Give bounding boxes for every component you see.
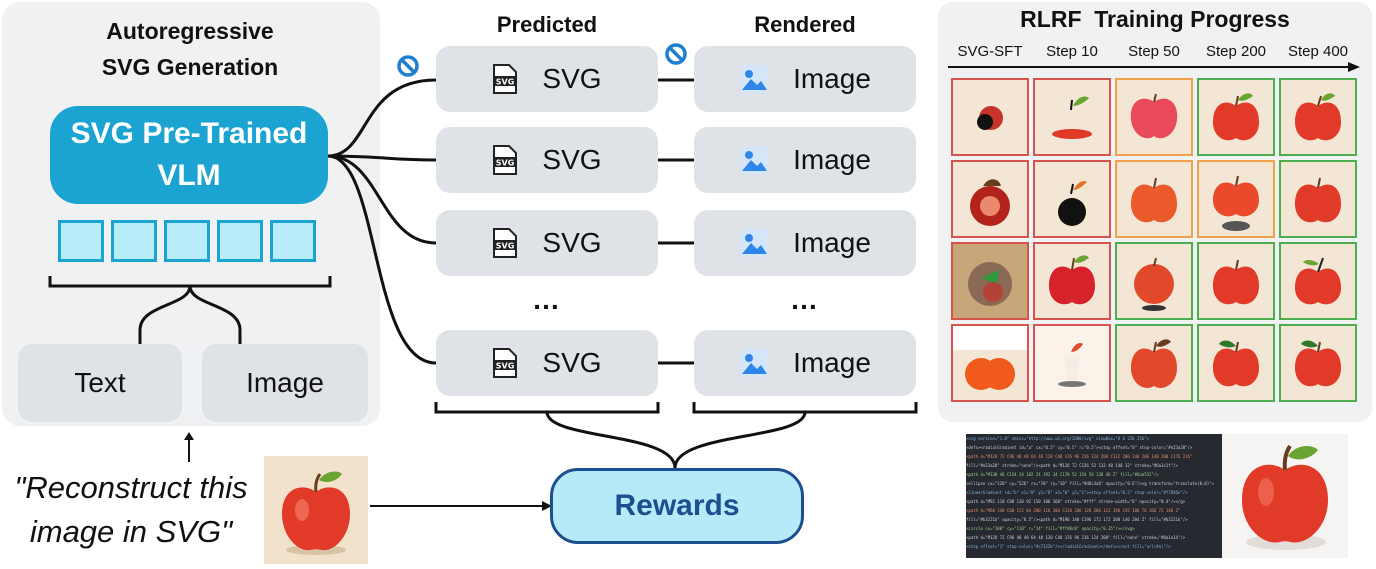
svg-label: SVG	[542, 63, 602, 94]
predicted-svg-item: SVG SVG	[436, 330, 658, 396]
predicted-svg-item: SVG SVG	[436, 46, 658, 112]
rendered-image-item: Image	[694, 46, 916, 112]
image-label: Image	[793, 63, 871, 94]
progress-cell	[1033, 242, 1111, 320]
step-label: Step 50	[1128, 43, 1180, 60]
image-label: Image	[793, 347, 871, 378]
progress-cell	[1197, 78, 1275, 156]
progress-cell	[1115, 78, 1193, 156]
image-input-box: Image	[202, 344, 368, 422]
token-block	[270, 220, 316, 262]
progress-cell	[1279, 242, 1357, 320]
vlm-label-line2: VLM	[157, 159, 221, 192]
token-block	[164, 220, 210, 262]
svg-file-icon: SVG	[493, 228, 518, 258]
left-panel-title-line1: Autoregressive	[106, 18, 274, 44]
progress-cell	[1197, 324, 1275, 402]
progress-cell	[951, 78, 1029, 156]
progress-cell	[1033, 324, 1111, 402]
progress-cell	[1033, 160, 1111, 238]
progress-cell	[1197, 242, 1275, 320]
rewards-box: Rewards	[550, 468, 804, 544]
input-brace	[48, 276, 332, 348]
step-label: Step 200	[1205, 43, 1267, 60]
progress-cell	[1279, 160, 1357, 238]
progress-cell	[1197, 160, 1275, 238]
token-block	[217, 220, 263, 262]
image-icon	[740, 146, 769, 174]
image-icon	[740, 65, 769, 93]
svg-text:SVG: SVG	[496, 362, 515, 371]
svg-text:SVG: SVG	[496, 159, 515, 168]
image-icon	[740, 349, 769, 377]
apple-icon	[1242, 444, 1328, 550]
no-sign-icon	[665, 43, 687, 65]
prompt-line2: image in SVG"	[29, 514, 233, 549]
svg-text:SVG: SVG	[496, 78, 515, 87]
step-label: Step 10	[1046, 43, 1098, 60]
progress-cell	[951, 242, 1029, 320]
prompt-to-rewards-arrow	[370, 501, 552, 511]
rendered-image-item: Image	[694, 210, 916, 276]
svg-label: SVG	[542, 347, 602, 378]
step-label: SVG-SFT	[957, 43, 1023, 60]
progress-cell	[1115, 242, 1193, 320]
progress-cell	[951, 160, 1029, 238]
progress-cell	[1279, 324, 1357, 402]
image-label: Image	[793, 227, 871, 258]
svg-label: SVG	[542, 227, 602, 258]
left-panel-title-line2: SVG Generation	[101, 54, 279, 80]
predicted-svg-item: SVG SVG	[436, 210, 658, 276]
progress-cell	[951, 324, 1029, 402]
apple-icon	[282, 471, 350, 555]
progress-cell	[1115, 160, 1193, 238]
progress-cell	[1033, 78, 1111, 156]
svg-file-icon: SVG	[493, 145, 518, 175]
token-block	[58, 220, 104, 262]
progress-cell	[1279, 78, 1357, 156]
prompt-line1: "Reconstruct this	[14, 470, 248, 505]
input-apple-image	[264, 456, 368, 564]
rendered-apple-image	[1222, 434, 1348, 558]
step-label: Step 400	[1287, 43, 1349, 60]
token-block	[111, 220, 157, 262]
svg-file-icon: SVG	[493, 64, 518, 94]
progress-cell	[1115, 324, 1193, 402]
predicted-svg-item: SVG SVG	[436, 127, 658, 193]
prompt-quote: "Reconstruct this image in SVG"	[0, 466, 262, 554]
vlm-label-line1: SVG Pre-Trained	[70, 117, 308, 150]
svg-file-icon: SVG	[493, 348, 518, 378]
rendered-image-item: Image	[694, 127, 916, 193]
image-icon	[740, 229, 769, 257]
svg-text:SVG: SVG	[496, 242, 515, 251]
predicted-column-title: Predicted	[496, 12, 598, 37]
training-progress-title: RLRF Training Progress	[1020, 6, 1290, 32]
text-input-box: Text	[18, 344, 182, 422]
rendered-ellipsis: …	[790, 284, 820, 315]
predicted-ellipsis: …	[532, 284, 562, 315]
svg-label: SVG	[542, 144, 602, 175]
svg-code-snippet: <svg version="1.0" xmlns="http://www.w3.…	[966, 434, 1222, 558]
up-arrow	[184, 432, 194, 462]
rendered-column-title: Rendered	[754, 12, 856, 37]
vlm-box: SVG Pre-Trained VLM	[50, 106, 328, 204]
progress-arrow	[948, 62, 1360, 72]
rendered-image-item: Image	[694, 330, 916, 396]
no-sign-icon	[397, 55, 419, 77]
image-label: Image	[793, 144, 871, 175]
